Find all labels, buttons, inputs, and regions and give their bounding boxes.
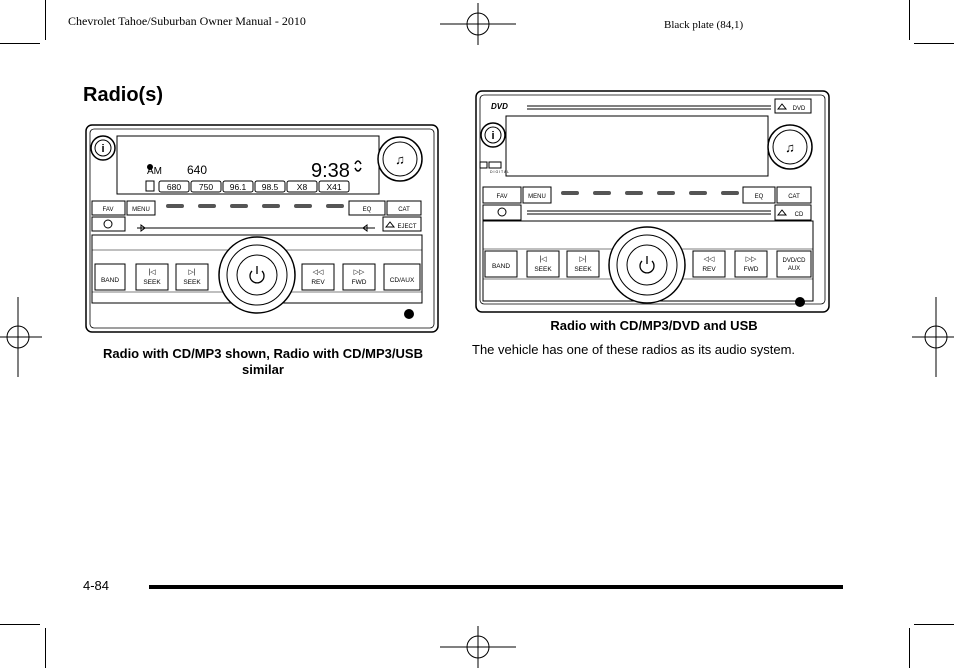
dvdcd-label: DVD/CD bbox=[782, 258, 806, 264]
seek-back-label-2: SEEK bbox=[534, 266, 552, 273]
fav-label: FAV bbox=[103, 207, 114, 213]
svg-text:◁◁: ◁◁ bbox=[704, 256, 715, 263]
menu-label-2: MENU bbox=[528, 194, 546, 200]
eq-label-2: EQ bbox=[755, 194, 764, 200]
svg-text:◁◁: ◁◁ bbox=[313, 269, 324, 276]
band-label-2: BAND bbox=[492, 263, 510, 270]
registration-mark-left bbox=[0, 297, 42, 377]
preset-3: 96.1 bbox=[230, 182, 247, 192]
rev-label: REV bbox=[311, 279, 325, 286]
svg-text:▷▷: ▷▷ bbox=[354, 269, 365, 276]
registration-mark-bottom bbox=[440, 626, 516, 668]
svg-text:▷▷: ▷▷ bbox=[746, 256, 757, 263]
preset-2: 750 bbox=[199, 182, 213, 192]
display-time: 9:38 bbox=[311, 160, 350, 182]
seek-fwd-label-2: SEEK bbox=[574, 266, 592, 273]
crop-mark bbox=[0, 43, 40, 44]
fav-label-2: FAV bbox=[497, 194, 508, 200]
svg-text:DVD: DVD bbox=[491, 102, 508, 111]
seek-fwd-label: SEEK bbox=[183, 279, 201, 286]
manual-title: Chevrolet Tahoe/Suburban Owner Manual - … bbox=[68, 14, 306, 28]
fwd-label: FWD bbox=[352, 279, 367, 286]
cdaux-label: CD/AUX bbox=[390, 277, 415, 284]
registration-mark-right bbox=[912, 297, 954, 377]
eject-label: EJECT bbox=[397, 224, 416, 230]
crop-mark bbox=[909, 0, 910, 40]
display-band: AM bbox=[147, 166, 162, 177]
crop-mark bbox=[914, 624, 954, 625]
radio-cd-mp3-figure: i AM 640 9:38 680 750 96.1 98.5 X8 X41 ♫… bbox=[85, 124, 439, 333]
eq-label: EQ bbox=[363, 207, 372, 213]
menu-label: MENU bbox=[132, 207, 150, 213]
seek-back-label: SEEK bbox=[143, 279, 161, 286]
preset-4: 98.5 bbox=[262, 182, 279, 192]
crop-mark bbox=[45, 0, 46, 40]
svg-text:|◁: |◁ bbox=[148, 269, 156, 276]
page-number: 4-84 bbox=[83, 578, 110, 593]
rev-label-2: REV bbox=[702, 266, 716, 273]
crop-mark bbox=[45, 628, 46, 668]
body-paragraph: The vehicle has one of these radios as i… bbox=[472, 342, 796, 357]
svg-text:|◁: |◁ bbox=[539, 256, 547, 263]
svg-text:♫: ♫ bbox=[395, 152, 405, 167]
svg-text:▷|: ▷| bbox=[188, 269, 195, 276]
preset-6: X41 bbox=[326, 182, 341, 192]
cat-label-2: CAT bbox=[788, 194, 800, 200]
preset-1: 680 bbox=[167, 182, 181, 192]
svg-text:i: i bbox=[491, 130, 494, 142]
cat-label: CAT bbox=[398, 207, 410, 213]
svg-text:♫: ♫ bbox=[785, 140, 795, 155]
section-title: Radio(s) bbox=[83, 84, 163, 106]
display-frequency: 640 bbox=[187, 163, 207, 177]
plate-label: Black plate (84,1) bbox=[664, 19, 744, 31]
dolby-digital-text: D I G I T A L bbox=[490, 170, 509, 174]
crop-mark bbox=[0, 624, 40, 625]
preset-5: X8 bbox=[297, 182, 308, 192]
dvd-eject-label: DVD bbox=[793, 106, 806, 112]
fwd-label-2: FWD bbox=[744, 266, 759, 273]
aux-label: AUX bbox=[788, 266, 800, 272]
cd-eject-label: CD bbox=[795, 212, 804, 218]
radio-cd-mp3-dvd-figure: DVD DVD i D I G I T A L ♫ FAV MENU EQ CA… bbox=[475, 90, 830, 313]
preset-slots bbox=[158, 180, 350, 193]
registration-mark-top bbox=[440, 3, 516, 45]
footer-rule bbox=[149, 585, 843, 589]
band-label: BAND bbox=[101, 277, 119, 284]
crop-mark bbox=[914, 43, 954, 44]
crop-mark bbox=[909, 628, 910, 668]
svg-text:▷|: ▷| bbox=[579, 256, 586, 263]
figure2-caption: Radio with CD/MP3/DVD and USB bbox=[550, 318, 758, 333]
svg-text:i: i bbox=[101, 143, 104, 155]
figure1-caption: Radio with CD/MP3 shown, Radio with CD/M… bbox=[103, 346, 423, 377]
